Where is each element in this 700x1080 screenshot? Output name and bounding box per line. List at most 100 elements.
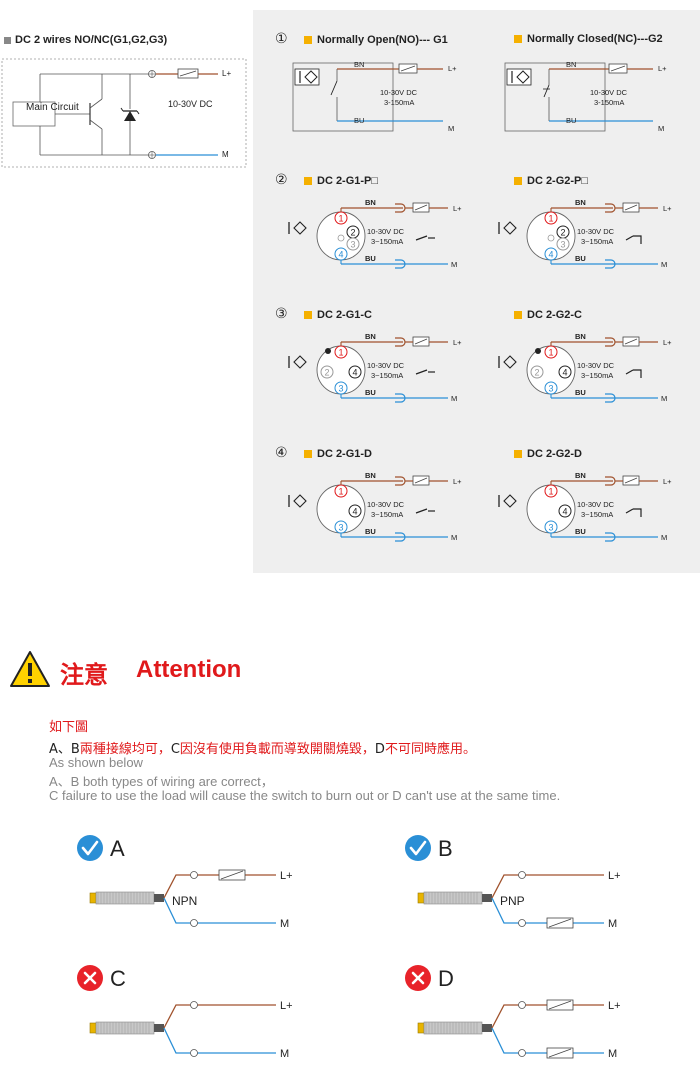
- section2-number: ②: [275, 172, 288, 188]
- sensor-diamond-icon: [503, 494, 517, 508]
- attention-title-cn: 注意: [60, 661, 108, 689]
- lplus-label: L+: [453, 477, 462, 486]
- sensor-cable-end: [482, 1024, 492, 1032]
- center-hole: [547, 234, 555, 242]
- bu-label: BU: [575, 527, 586, 536]
- left-lplus-label: L+: [222, 69, 232, 78]
- attention-line-cn: A、B兩種接線均可，C因沒有使用負載而導致開關燒毀，D不可同時應用。: [49, 738, 476, 757]
- main-circuit-label: Main Circuit: [26, 102, 79, 113]
- section3-number: ③: [275, 306, 288, 322]
- bn-label: BN: [365, 471, 376, 480]
- no-diagram: [292, 62, 443, 132]
- section1-left-marker: [304, 36, 312, 44]
- lplus-label: L+: [280, 870, 293, 882]
- pin-4: 4: [352, 368, 357, 378]
- section1-right-marker: [514, 35, 522, 43]
- s1-left-m: M: [448, 124, 455, 133]
- terminal-bottom: [190, 1049, 198, 1057]
- terminal-bottom: [518, 919, 526, 927]
- no-switch-icon: [415, 369, 428, 375]
- terminal-bottom: [518, 1049, 526, 1057]
- bn-label: BN: [365, 332, 376, 341]
- attention-title-en: Attention: [136, 656, 242, 683]
- pin-2: 2: [324, 368, 329, 378]
- bu-plug: [395, 532, 406, 542]
- current-label: 3~150mA: [581, 510, 613, 519]
- pin-4: 4: [562, 368, 567, 378]
- s1-left-lplus: L+: [448, 64, 457, 73]
- example-d: DL+M: [405, 965, 621, 1060]
- nc-switch-icon: [633, 235, 642, 244]
- pin-4: 4: [352, 507, 357, 517]
- lplus-label: L+: [663, 204, 672, 213]
- voltage-label: 10-30V DC: [577, 227, 615, 236]
- example-letter: A: [110, 836, 125, 861]
- section2-left-marker: [304, 177, 312, 185]
- voltage-label: 10-30V DC: [367, 500, 405, 509]
- bu-plug: [395, 259, 406, 269]
- pin-3: 3: [548, 384, 553, 394]
- sensor-cable-end: [154, 1024, 164, 1032]
- attention-line-en1: A、B both types of wiring are correct，: [49, 774, 274, 789]
- s1-right-v2: 3-150mA: [594, 98, 625, 107]
- nc-switch-arm: [625, 235, 634, 241]
- key-dot: [535, 348, 541, 354]
- pin-4: 4: [562, 507, 567, 517]
- bu-label: BU: [365, 388, 376, 397]
- nc-switch-arm: [625, 508, 634, 514]
- voltage-label: 10-30V DC: [577, 500, 615, 509]
- lplus-label: L+: [608, 1000, 621, 1012]
- sensor-tip: [417, 1022, 425, 1034]
- cn-c: C: [170, 742, 180, 757]
- pin-2: 2: [350, 228, 355, 238]
- pin-4-circle: [558, 365, 572, 379]
- pin-3: 3: [338, 523, 343, 533]
- pin-1: 1: [338, 214, 343, 224]
- bu-plug: [605, 393, 616, 403]
- pin-2-circle: [530, 365, 544, 379]
- check-mark-icon: [409, 840, 427, 856]
- blue-wire: [163, 897, 276, 924]
- s1-left-v1: 10-30V DC: [380, 88, 418, 97]
- current-label: 3~150mA: [371, 510, 403, 519]
- pin-3: 3: [350, 240, 355, 250]
- terminal-top: [190, 1001, 198, 1009]
- terminal-bottom: [190, 919, 198, 927]
- m-label: M: [280, 1048, 289, 1060]
- sensor-diamond-icon: [503, 221, 517, 235]
- normally-open-title: Normally Open(NO)--- G1: [317, 34, 448, 46]
- sensor-tip: [89, 1022, 97, 1034]
- brown-wire: [163, 1004, 276, 1029]
- cn-red1: 兩種接線均可，: [79, 742, 171, 757]
- load-slash: [624, 477, 638, 484]
- x-mark-b: [411, 971, 425, 985]
- nc-diagram: [504, 62, 653, 132]
- m-label: M: [608, 918, 617, 930]
- s1-right-bn: BN: [566, 60, 577, 69]
- m-label: M: [608, 1048, 617, 1060]
- bu-label: BU: [365, 527, 376, 536]
- terminal-top: [518, 1001, 526, 1009]
- cn-mid: 因沒有使用負載而導致開關燒毀，: [179, 742, 375, 757]
- load-slash: [220, 870, 244, 880]
- warning-icon: [10, 651, 50, 687]
- center-hole: [337, 234, 345, 242]
- brown-wire: [491, 874, 604, 899]
- cn-ab: A、B: [49, 742, 80, 757]
- bn-label: BN: [575, 198, 586, 207]
- nc-switch-icon: [633, 369, 642, 378]
- pin-1: 1: [548, 214, 553, 224]
- pin-4-circle: [348, 365, 362, 379]
- pin-2: 2: [534, 368, 539, 378]
- load-slash: [548, 918, 572, 928]
- section1-number: ①: [275, 31, 288, 47]
- example-letter: C: [110, 966, 126, 991]
- section4-number: ④: [275, 445, 288, 461]
- left-diagram-title: DC 2 wires NO/NC(G1,G2,G3): [15, 34, 168, 46]
- lplus-label: L+: [453, 338, 462, 347]
